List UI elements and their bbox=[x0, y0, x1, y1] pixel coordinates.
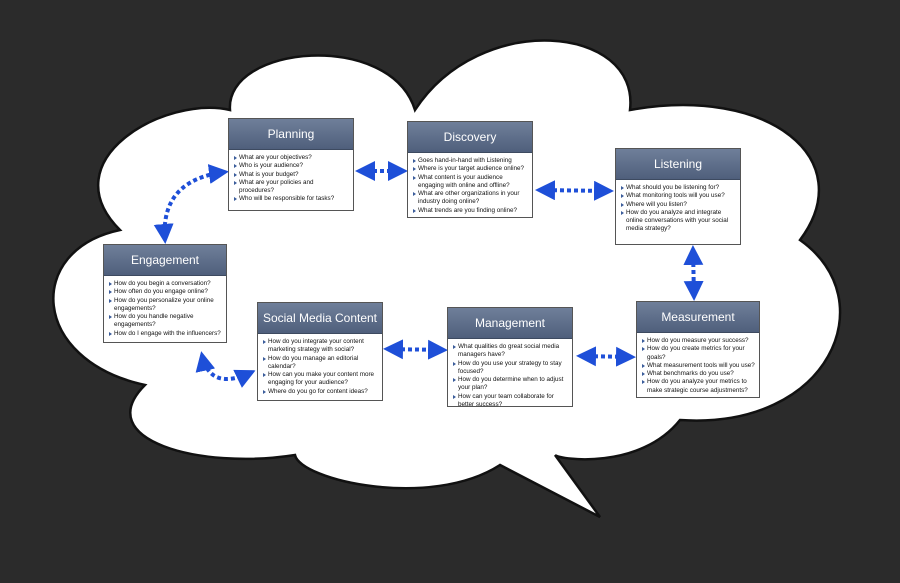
list-item: What measurement tools will you use? bbox=[642, 362, 755, 370]
list-item: What content is your audience engaging w… bbox=[413, 174, 528, 191]
list-item: How do you manage an editorial calendar? bbox=[263, 355, 378, 372]
list-item: How do you handle negative engagements? bbox=[109, 313, 222, 330]
discovery-list: Goes hand-in-hand with Listening Where i… bbox=[408, 153, 532, 217]
engagement-box: Engagement How do you begin a conversati… bbox=[103, 244, 227, 343]
list-item: How do you integrate your content market… bbox=[263, 338, 378, 355]
arrow-discovery-listening bbox=[535, 180, 614, 201]
management-list: What qualities do great social media man… bbox=[448, 339, 572, 406]
arrow-listening-measurement bbox=[683, 245, 704, 301]
list-item: Who is your audience? bbox=[234, 162, 349, 170]
list-item: Where is your target audience online? bbox=[413, 165, 528, 173]
list-item: What are your policies and procedures? bbox=[234, 179, 349, 196]
list-item: How often do you engage online? bbox=[109, 288, 222, 296]
measurement-title: Measurement bbox=[637, 302, 759, 333]
social-media-content-box: Social Media Content How do you integrat… bbox=[257, 302, 383, 401]
list-item: Goes hand-in-hand with Listening bbox=[413, 157, 528, 165]
list-item: What monitoring tools will you use? bbox=[621, 192, 736, 200]
planning-box: Planning What are your objectives? Who i… bbox=[228, 118, 354, 211]
social-media-content-list: How do you integrate your content market… bbox=[258, 334, 382, 399]
list-item: How do you personalize your online engag… bbox=[109, 297, 222, 314]
arrow-engagement-planning bbox=[153, 164, 229, 244]
list-item: What are other organizations in your ind… bbox=[413, 190, 528, 207]
engagement-title: Engagement bbox=[104, 245, 226, 276]
social-media-content-title: Social Media Content bbox=[258, 303, 382, 334]
list-item: What benchmarks do you use? bbox=[642, 370, 755, 378]
list-item: How do you analyze your metrics to make … bbox=[642, 378, 755, 395]
discovery-title: Discovery bbox=[408, 122, 532, 153]
list-item: How do you begin a conversation? bbox=[109, 280, 222, 288]
list-item: How do you use your strategy to stay foc… bbox=[453, 360, 568, 377]
engagement-list: How do you begin a conversation? How oft… bbox=[104, 276, 226, 341]
list-item: What qualities do great social media man… bbox=[453, 343, 568, 360]
planning-list: What are your objectives? Who is your au… bbox=[229, 150, 353, 207]
list-item: How can your team collaborate for better… bbox=[453, 393, 568, 406]
management-box: Management What qualities do great socia… bbox=[447, 307, 573, 407]
planning-title: Planning bbox=[229, 119, 353, 150]
list-item: How do you create metrics for your goals… bbox=[642, 345, 755, 362]
list-item: How do you measure your success? bbox=[642, 337, 755, 345]
listening-title: Listening bbox=[616, 149, 740, 180]
listening-box: Listening What should you be listening f… bbox=[615, 148, 741, 245]
measurement-list: How do you measure your success? How do … bbox=[637, 333, 759, 397]
list-item: How do I engage with the influencers? bbox=[109, 330, 222, 338]
list-item: Who will be responsible for tasks? bbox=[234, 195, 349, 203]
listening-list: What should you be listening for? What m… bbox=[616, 180, 740, 237]
measurement-box: Measurement How do you measure your succ… bbox=[636, 301, 760, 398]
list-item: Where do you go for content ideas? bbox=[263, 388, 378, 396]
list-item: What should you be listening for? bbox=[621, 184, 736, 192]
list-item: What trends are you finding online? bbox=[413, 207, 528, 215]
list-item: How do you analyze and integrate online … bbox=[621, 209, 736, 234]
list-item: How can you make your content more engag… bbox=[263, 371, 378, 388]
list-item: What is your budget? bbox=[234, 171, 349, 179]
management-title: Management bbox=[448, 308, 572, 339]
arrow-management-social-media-content bbox=[383, 339, 448, 360]
discovery-box: Discovery Goes hand-in-hand with Listeni… bbox=[407, 121, 533, 218]
arrow-measurement-management bbox=[576, 346, 636, 367]
list-item: How do you determine when to adjust your… bbox=[453, 376, 568, 393]
arrow-social-media-content-engagement bbox=[195, 351, 256, 388]
list-item: What are your objectives? bbox=[234, 154, 349, 162]
list-item: Where will you listen? bbox=[621, 201, 736, 209]
